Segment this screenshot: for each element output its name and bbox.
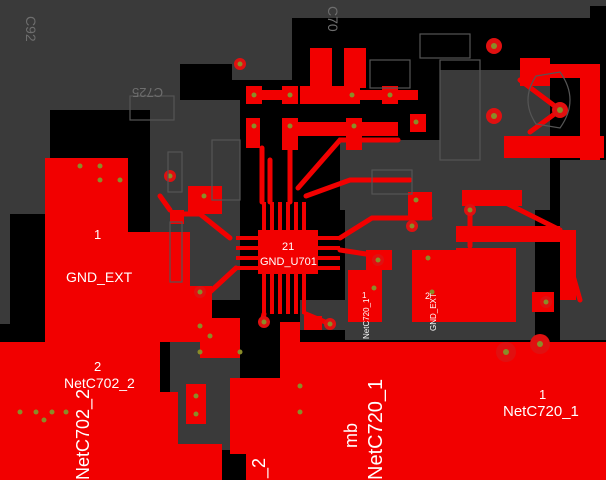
vias — [17, 38, 568, 423]
silkscreen-outlines — [129, 33, 571, 283]
copper-traces — [157, 77, 583, 327]
pad-c720-2 — [412, 250, 456, 322]
ic-pins — [236, 202, 340, 314]
pad-u701-gnd — [258, 230, 318, 274]
pad-c720-1 — [348, 270, 382, 322]
pour-netc720-1 — [230, 322, 606, 480]
pour-netc702-2 — [0, 342, 222, 480]
copper-layer — [0, 48, 606, 480]
